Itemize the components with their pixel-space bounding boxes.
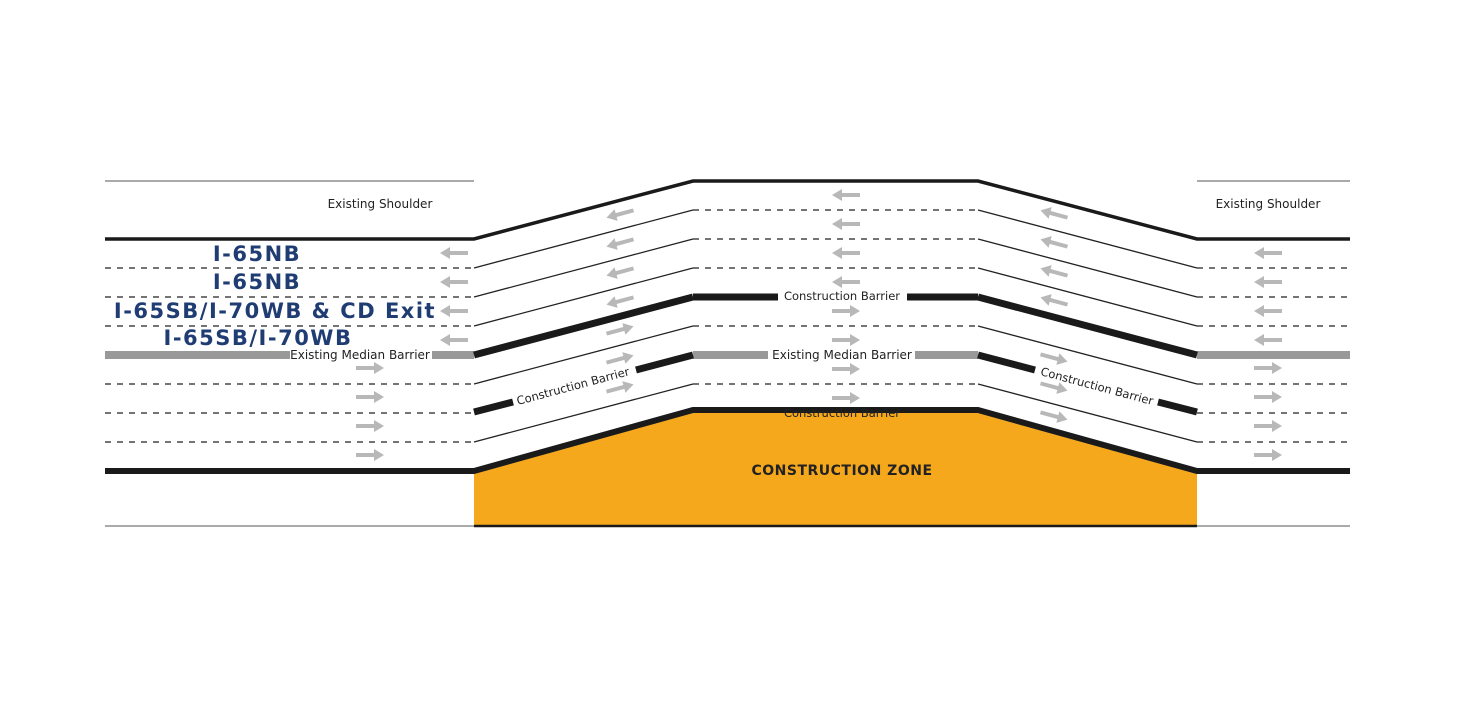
arrow-left-icon: [832, 218, 860, 230]
arrow-left-icon: [1040, 265, 1069, 278]
arrow-left-icon: [440, 276, 468, 288]
arrow-right-icon: [832, 392, 860, 404]
arrow-left-icon: [832, 276, 860, 288]
existing-median-barrier-label-center: Existing Median Barrier: [772, 348, 912, 362]
arrow-left-icon: [440, 305, 468, 317]
arrow-right-icon: [1039, 352, 1068, 365]
route-label-lane-4: I-65SB/I-70WB: [164, 326, 353, 350]
route-label-lane-1: I-65NB: [213, 242, 301, 266]
construction-barrier-label-left-diagonal: Construction Barrier: [515, 364, 631, 408]
shoulder-edge-line: [105, 179, 1350, 241]
arrow-left-icon: [440, 247, 468, 259]
arrow-right-icon: [1254, 362, 1282, 374]
construction-zone-label: CONSTRUCTION ZONE: [751, 463, 932, 479]
construction-barrier-label-bottom: Construction Barrier: [784, 406, 900, 420]
arrow-right-icon: [1039, 381, 1068, 394]
route-label-lane-3: I-65SB/I-70WB & CD Exit: [114, 299, 436, 323]
existing-shoulder-label-left: Existing Shoulder: [328, 197, 433, 211]
arrow-left-icon: [606, 237, 635, 250]
arrow-left-icon: [832, 189, 860, 201]
existing-shoulder-label-right: Existing Shoulder: [1216, 197, 1321, 211]
arrow-left-icon: [1254, 276, 1282, 288]
arrow-left-icon: [1040, 294, 1069, 307]
arrow-left-icon: [1254, 305, 1282, 317]
construction-barrier-label-top: Construction Barrier: [784, 289, 900, 303]
arrow-left-icon: [1254, 334, 1282, 346]
arrow-right-icon: [356, 420, 384, 432]
arrow-right-icon: [832, 334, 860, 346]
roadway-south-edge-line: [105, 407, 1350, 474]
arrow-right-icon: [832, 305, 860, 317]
construction-barriers: [473, 293, 1198, 416]
route-label-lane-2: I-65NB: [213, 270, 301, 294]
arrow-right-icon: [1254, 391, 1282, 403]
arrow-left-icon: [1254, 247, 1282, 259]
arrow-left-icon: [1040, 207, 1069, 220]
construction-zone-area: [474, 413, 1197, 526]
arrow-left-icon: [606, 295, 635, 308]
arrow-left-icon: [606, 208, 635, 221]
westbound-lane-lines: [105, 209, 1350, 327]
arrow-right-icon: [605, 323, 634, 336]
arrow-right-icon: [1254, 420, 1282, 432]
arrow-right-icon: [356, 449, 384, 461]
arrow-left-icon: [440, 334, 468, 346]
arrow-right-icon: [356, 362, 384, 374]
arrow-right-icon: [832, 363, 860, 375]
existing-median-barrier-label-left: Existing Median Barrier: [290, 348, 430, 362]
eastbound-lane-lines: [105, 325, 1350, 443]
arrow-left-icon: [832, 247, 860, 259]
arrow-left-icon: [1040, 236, 1069, 249]
arrow-right-icon: [1039, 410, 1068, 423]
arrow-right-icon: [1254, 449, 1282, 461]
arrow-right-icon: [605, 352, 634, 365]
arrow-right-icon: [605, 381, 634, 394]
arrow-left-icon: [606, 266, 635, 279]
arrow-right-icon: [356, 391, 384, 403]
